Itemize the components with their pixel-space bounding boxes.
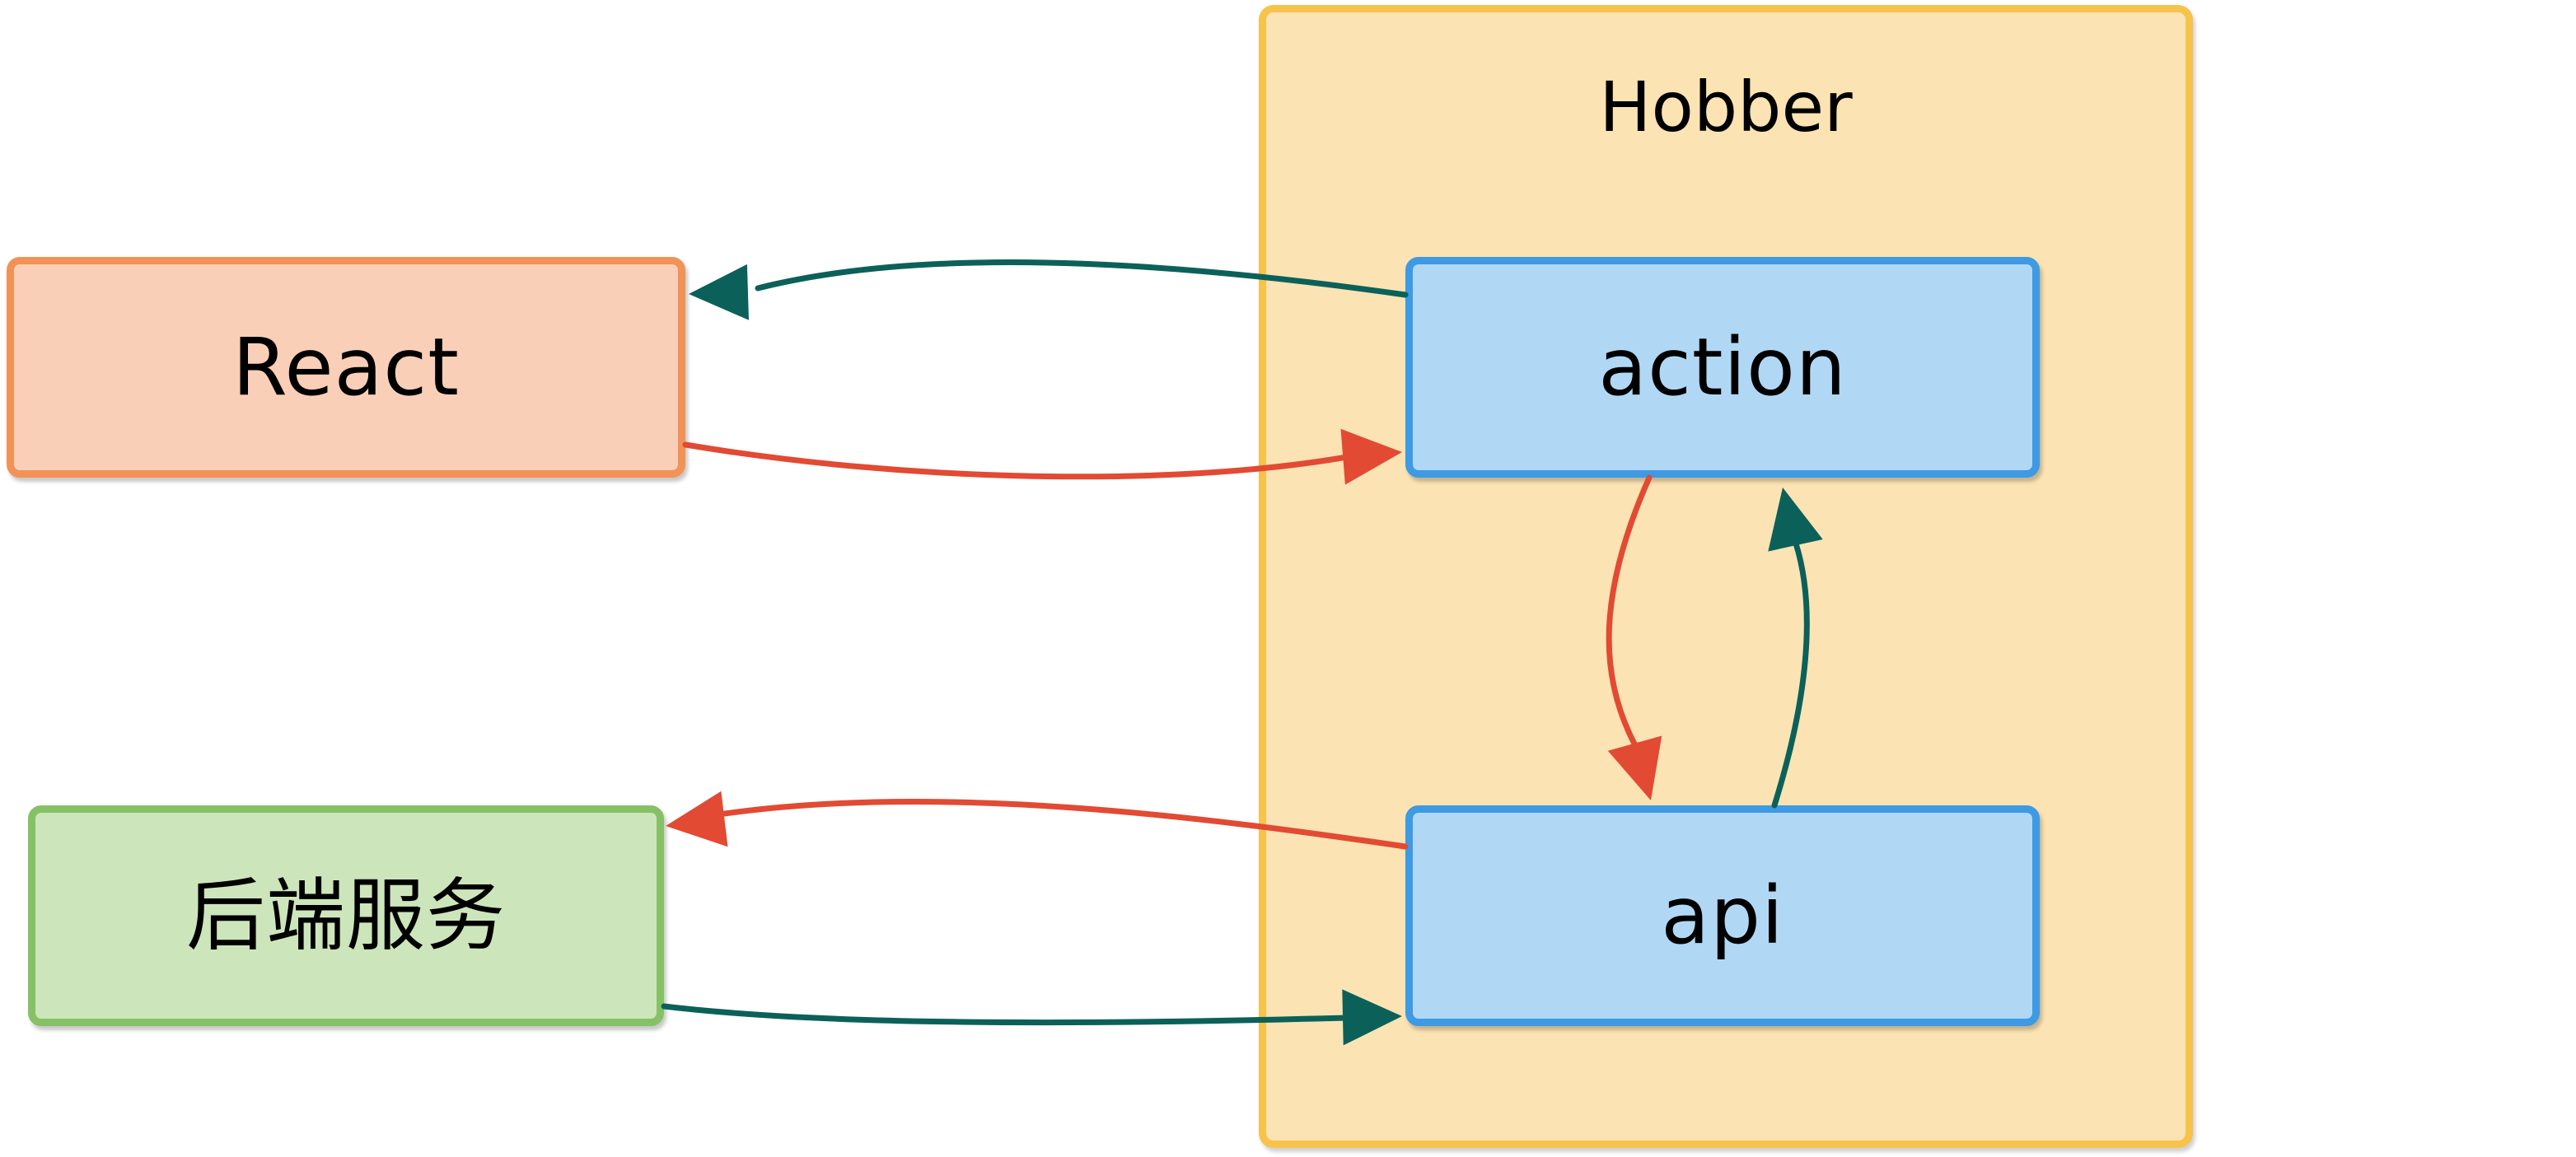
action-node[interactable]: action — [1405, 257, 2040, 478]
arrowhead-backend-to-api — [1342, 989, 1402, 1046]
backend-service-node[interactable]: 后端服务 — [28, 805, 664, 1026]
action-label: action — [1598, 321, 1847, 413]
edge-api-to-backend — [722, 799, 1409, 850]
api-node[interactable]: api — [1405, 805, 2040, 1026]
edge-action-to-react — [755, 259, 1409, 298]
arrowhead-action-to-react — [689, 264, 749, 320]
arrowhead-react-to-action — [1340, 428, 1402, 485]
arrowhead-api-to-action — [1768, 488, 1823, 552]
backend-service-label: 后端服务 — [186, 870, 506, 962]
edge-action-to-api — [1606, 474, 1653, 749]
edge-api-to-action — [1771, 540, 1810, 809]
api-label: api — [1661, 870, 1784, 962]
react-label: React — [232, 321, 460, 413]
react-node[interactable]: React — [7, 257, 685, 478]
edge-backend-to-api — [661, 1003, 1350, 1026]
arrowhead-api-to-backend — [666, 791, 728, 847]
edge-react-to-action — [682, 441, 1350, 480]
hobber-title: Hobber — [1599, 67, 1853, 147]
arrowhead-action-to-api — [1607, 735, 1662, 800]
